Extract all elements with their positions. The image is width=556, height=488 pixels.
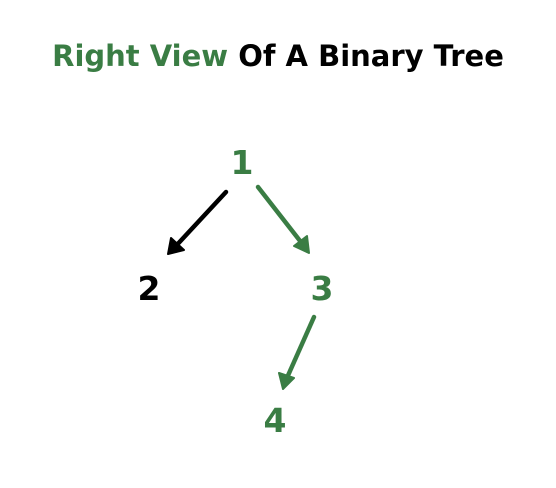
edge-3-to-4 <box>278 314 317 390</box>
tree-node-2: 2 <box>137 269 161 308</box>
edge-1-to-2 <box>167 189 229 255</box>
edge-1-to-3 <box>255 184 310 254</box>
tree-node-3: 3 <box>310 269 334 308</box>
title-rest: Of A Binary Tree <box>238 39 504 73</box>
arrowhead-icon <box>293 235 310 254</box>
tree-node-4: 4 <box>263 401 287 440</box>
title-highlight: Right View <box>52 39 229 73</box>
diagram-title: Right View Of A Binary Tree <box>0 36 556 76</box>
tree-node-1: 1 <box>230 143 254 182</box>
arrowhead-icon <box>278 372 295 390</box>
arrowhead-icon <box>167 237 185 255</box>
